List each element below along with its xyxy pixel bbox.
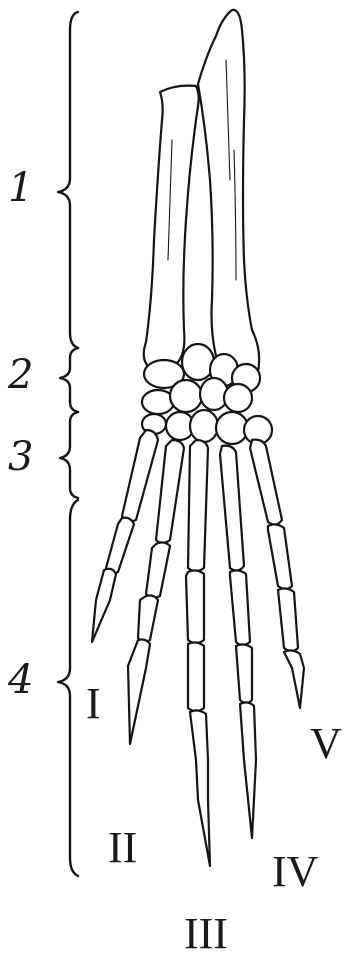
bracket-digits	[58, 500, 78, 876]
digit-5-bones	[250, 440, 304, 708]
radius-bone	[144, 86, 199, 370]
digit-label-I: I	[86, 682, 101, 726]
digit-label-II: II	[108, 826, 137, 870]
region-label-4: 4	[8, 660, 33, 700]
region-label-1: 1	[8, 168, 33, 208]
region-brackets	[58, 12, 78, 876]
digit-label-V: V	[310, 722, 342, 766]
bracket-proximal-carpals	[60, 348, 78, 412]
digit-4-bones	[220, 446, 256, 838]
digit-3-bones	[186, 440, 210, 866]
forearm-bones	[144, 10, 259, 380]
ulna-bone	[198, 10, 259, 380]
region-label-2: 2	[8, 355, 33, 395]
bracket-forearm	[58, 12, 78, 348]
digit-label-III: III	[184, 912, 228, 956]
region-label-3: 3	[8, 437, 33, 477]
bracket-distal-carpals	[60, 412, 78, 498]
digit-label-IV: IV	[272, 850, 318, 894]
